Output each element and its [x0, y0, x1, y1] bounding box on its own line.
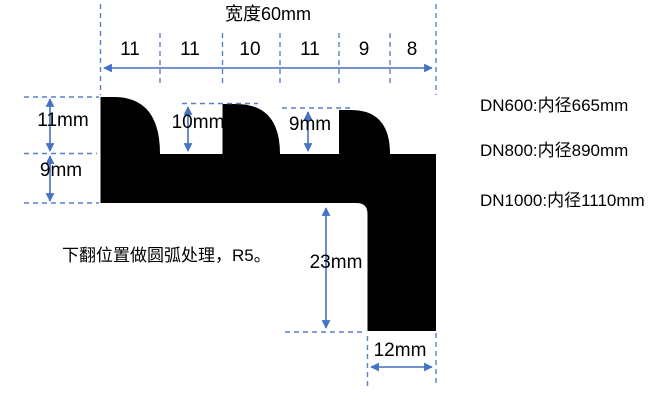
gasket-profile-shape: [100, 97, 436, 331]
leg-width-label: 12mm: [373, 340, 427, 361]
width-total-label: 宽度60mm: [224, 4, 312, 24]
segment-label-6: 8: [406, 39, 418, 60]
fin1-height-label: 11mm: [37, 110, 89, 131]
spec-dn600: DN600:内径665mm: [480, 96, 629, 115]
fillet-note-text: 下翻位置做圆弧处理，R5。: [62, 246, 271, 265]
spec-dn800: DN800:内径890mm: [480, 141, 629, 160]
body-thickness-label: 9mm: [39, 160, 83, 181]
extension-lines: [24, 4, 437, 387]
fin3-height-label: 9mm: [288, 114, 332, 135]
segment-label-5: 9: [358, 39, 370, 60]
fin2-height-label: 10mm: [171, 112, 225, 133]
segment-label-3: 10: [239, 39, 261, 60]
segment-label-2: 11: [180, 39, 200, 60]
dimension-arrows: [45, 63, 433, 372]
segment-label-1: 11: [120, 39, 140, 60]
spec-dn1000: DN1000:内径1110mm: [480, 191, 645, 210]
leg-height-label: 23mm: [309, 252, 363, 273]
segment-label-4: 11: [300, 39, 320, 60]
